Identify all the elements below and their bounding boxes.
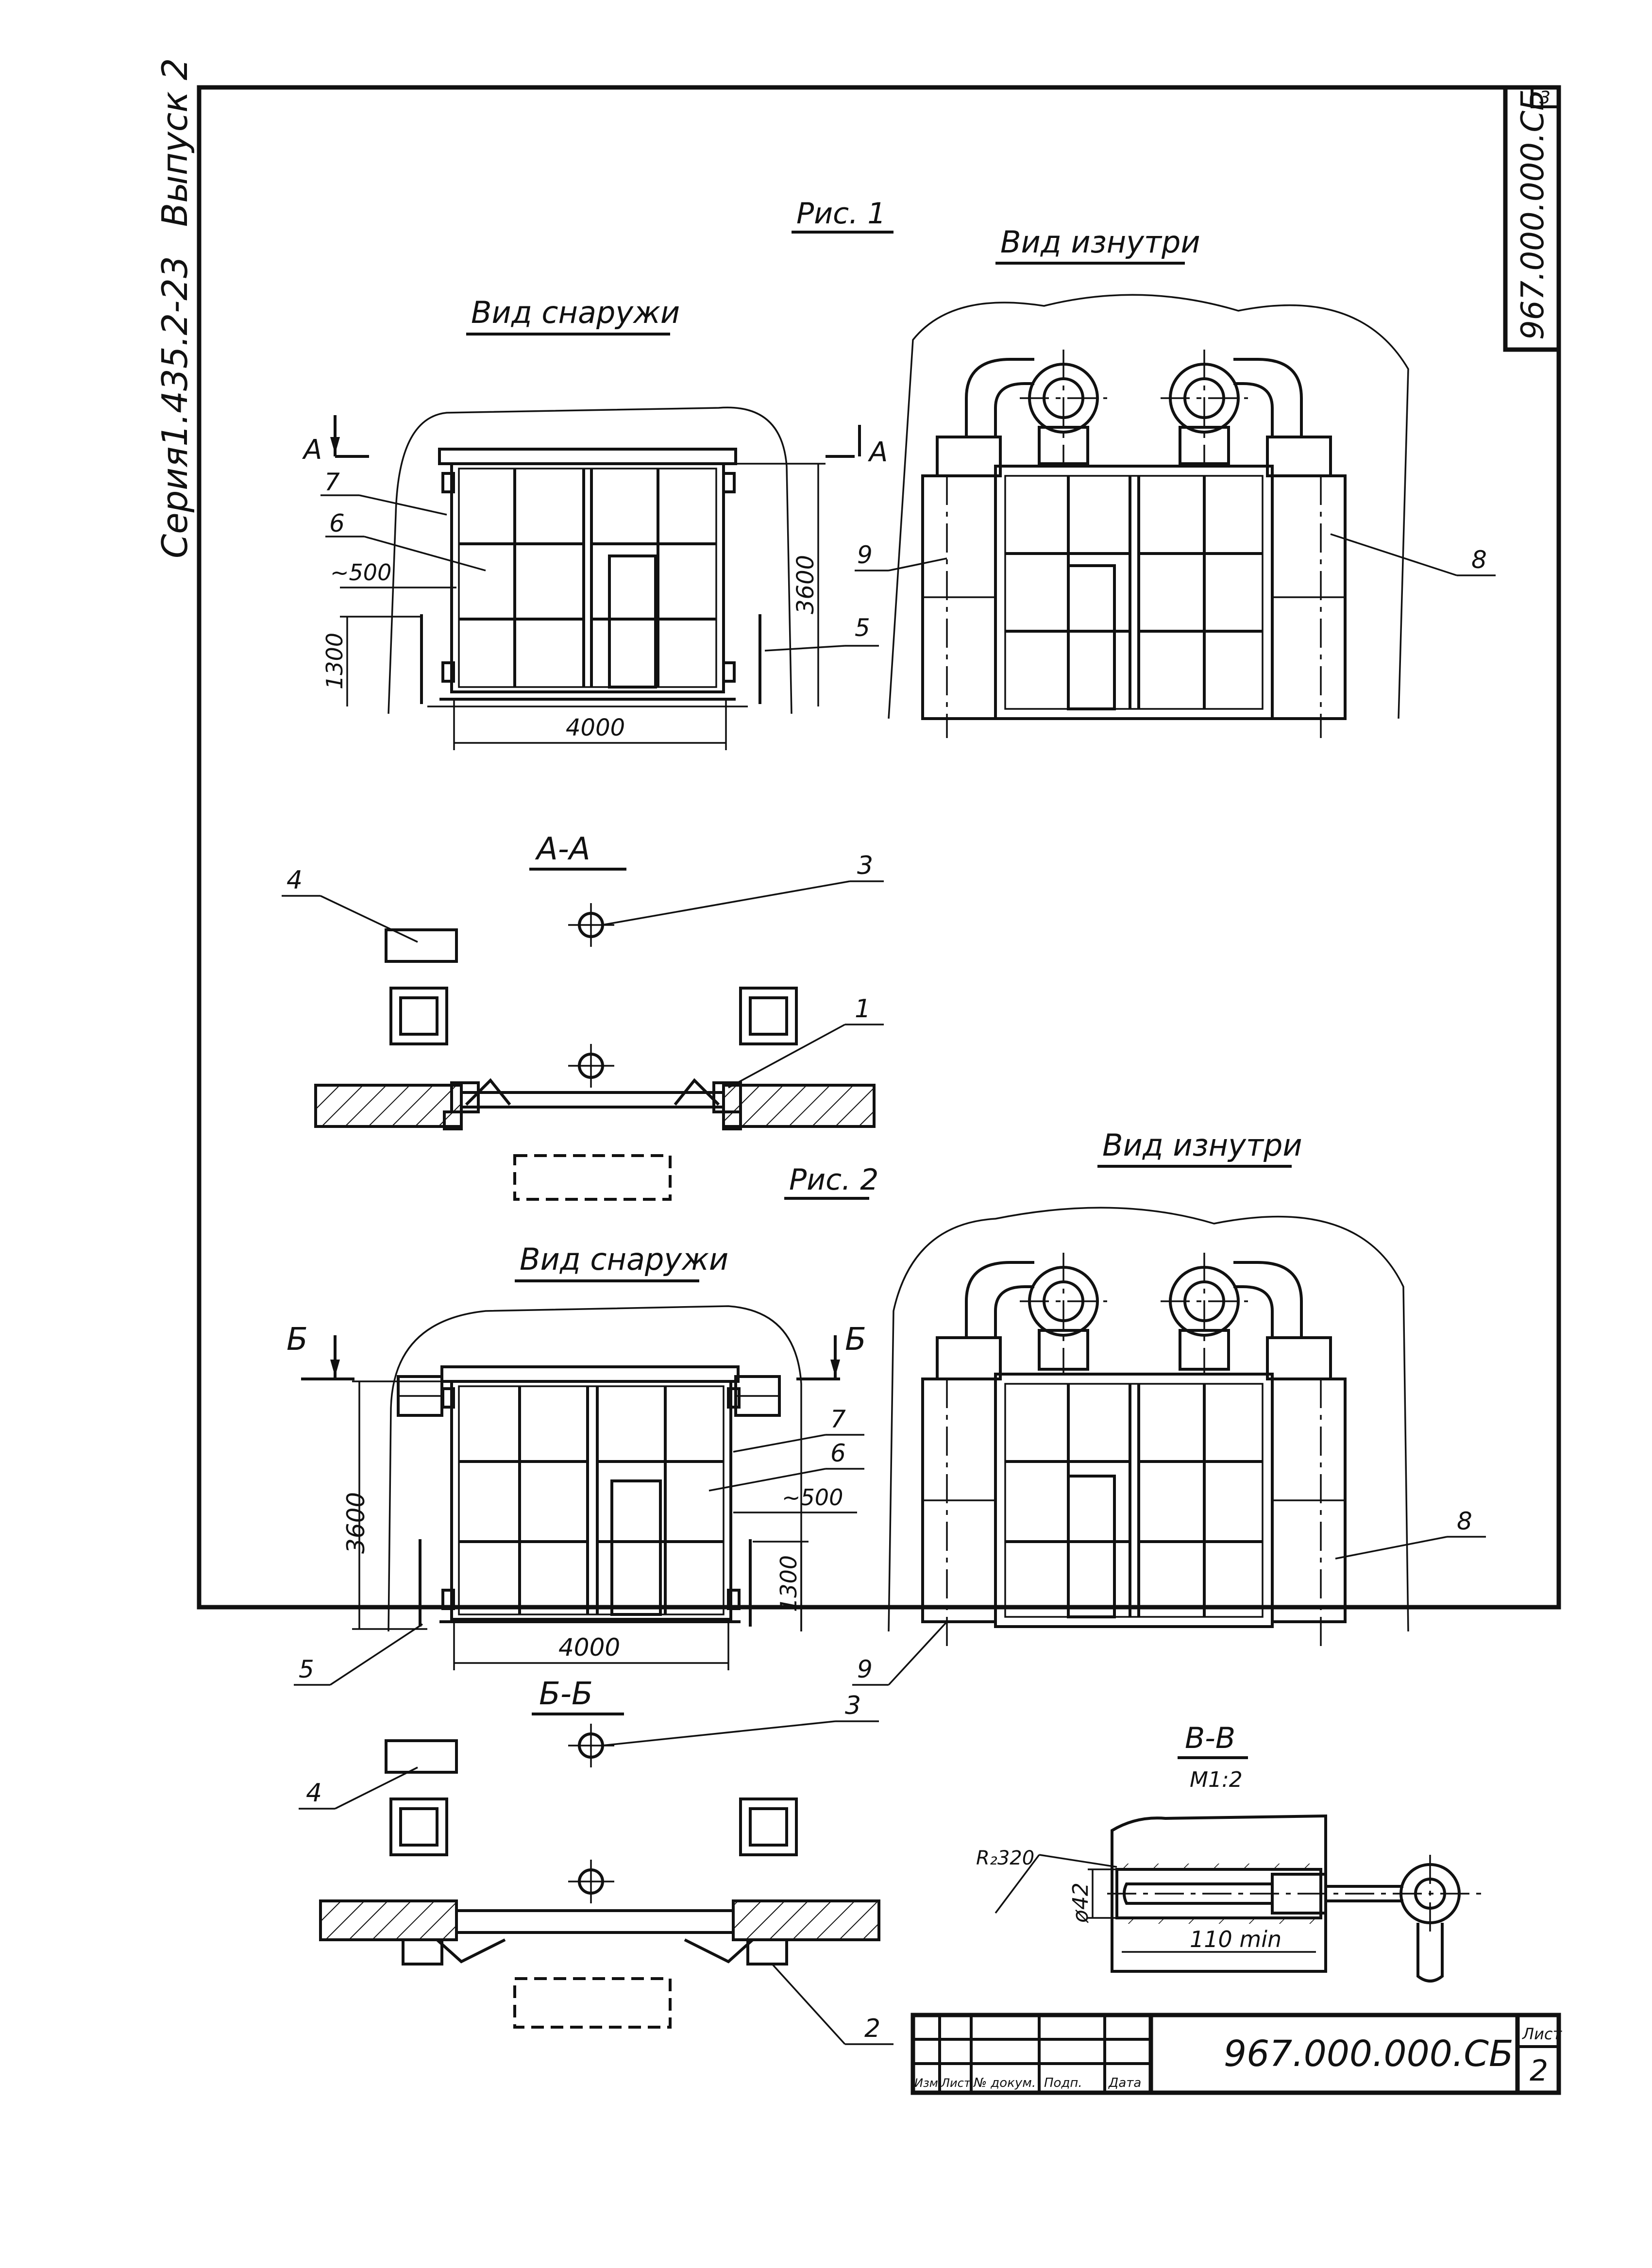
section-vv-dim-diameter: ø42 xyxy=(1068,1882,1093,1923)
fig2-dim-height: 3600 xyxy=(342,1492,370,1554)
title-col-list: Лист xyxy=(941,2076,971,2090)
fig2-inside-view: Вид изнутри 8 xyxy=(852,1127,1486,1686)
section-aa: А-А 4 3 xyxy=(282,831,884,1201)
fig2-callout-frame: 7 xyxy=(830,1405,846,1433)
fig2-callout-duct: 9 xyxy=(857,1655,873,1683)
title-col-date: Дата xyxy=(1108,2076,1141,2090)
fig2-outside-title: Вид снаружи xyxy=(520,1242,728,1277)
section-bb: Б-Б 4 3 2 xyxy=(299,1676,893,2045)
title-sheet-number: 2 xyxy=(1530,2054,1548,2088)
fig1-dim-width: 4000 xyxy=(566,714,625,741)
fig1-callout-post: 8 xyxy=(1471,546,1487,574)
section-bb-callout-bracket: 2 xyxy=(864,2014,880,2043)
fig1-inside-title: Вид изнутри xyxy=(1000,224,1200,260)
section-aa-callout-pin: 3 xyxy=(857,851,873,880)
fig2-dim-handle-height: 1300 xyxy=(775,1555,802,1612)
fig2-callout-post: 8 xyxy=(1457,1507,1472,1535)
fig2-callout-leaf: 6 xyxy=(830,1439,846,1467)
title-col-izm: Изм xyxy=(914,2076,938,2090)
fig2-dim-offset: ~500 xyxy=(782,1484,843,1511)
fig2-outside-view: Вид снаружи Б Б xyxy=(287,1242,866,1686)
fig1-callout-duct: 9 xyxy=(857,541,873,569)
section-vv-dim-radius: R₂320 xyxy=(976,1847,1034,1869)
title-sheet-label: Лист xyxy=(1522,2025,1562,2043)
corner-stamp: 3 967.000.000.СБ xyxy=(1503,85,1561,352)
fig2-dim-width: 4000 xyxy=(558,1633,620,1662)
fig2-section-mark-left: Б xyxy=(287,1322,308,1358)
corner-doc-code: 967.000.000.СБ xyxy=(1515,89,1551,340)
fig1-section-mark-left: А xyxy=(302,434,322,466)
fig1-title: Рис. 1 xyxy=(796,197,886,231)
section-aa-title: А-А xyxy=(535,831,590,867)
sheet-border xyxy=(197,85,1561,1610)
fig1-inside-view: Вид изнутри xyxy=(855,224,1496,738)
fig1-dim-handle-height: 1300 xyxy=(321,633,348,689)
title-doc-code: 967.000.000.СБ xyxy=(1224,2033,1514,2075)
fig1-callout-frame: 7 xyxy=(324,468,340,496)
fig2-callout-anchor: 5 xyxy=(299,1655,314,1683)
fig1-dim-height: 3600 xyxy=(792,555,819,614)
section-vv: В-В М1:2 ø42 R₂320 110 min xyxy=(976,1721,1486,1982)
section-bb-callout-pin: 3 xyxy=(845,1691,861,1720)
fig1-outside-title: Вид снаружи xyxy=(471,295,680,330)
title-col-sign: Подп. xyxy=(1044,2076,1082,2090)
fig1-section-mark-right: А xyxy=(868,437,888,468)
svg-text:Серия1.435.2-23Выпуск 2: Серия1.435.2-23Выпуск 2 xyxy=(154,58,195,559)
fig1-dim-offset: ~500 xyxy=(330,559,391,586)
fig1-callout-leaf: 6 xyxy=(329,509,345,538)
fig2-inside-title: Вид изнутри xyxy=(1102,1127,1302,1163)
section-bb-callout-plate: 4 xyxy=(306,1779,322,1808)
page-number: 3 xyxy=(1539,88,1551,108)
section-vv-title: В-В xyxy=(1185,1721,1235,1755)
section-vv-dim-depth: 110 min xyxy=(1190,1926,1281,1952)
fig1-outside-view: Вид снаружи А А xyxy=(302,295,888,750)
section-vv-scale: М1:2 xyxy=(1190,1767,1243,1792)
fig1-callout-anchor: 5 xyxy=(855,614,870,642)
side-series-label: Серия1.435.2-23Выпуск 2 xyxy=(154,58,195,559)
fig2-title: Рис. 2 xyxy=(789,1163,878,1197)
section-bb-title: Б-Б xyxy=(539,1676,593,1712)
section-aa-callout-bracket: 1 xyxy=(855,994,871,1024)
fig2-section-mark-right: Б xyxy=(845,1322,866,1358)
title-col-doc: № докум. xyxy=(973,2076,1036,2090)
section-aa-callout-plate: 4 xyxy=(287,866,303,895)
title-block: Изм Лист № докум. Подп. Дата 967.000.000… xyxy=(910,2013,1562,2095)
